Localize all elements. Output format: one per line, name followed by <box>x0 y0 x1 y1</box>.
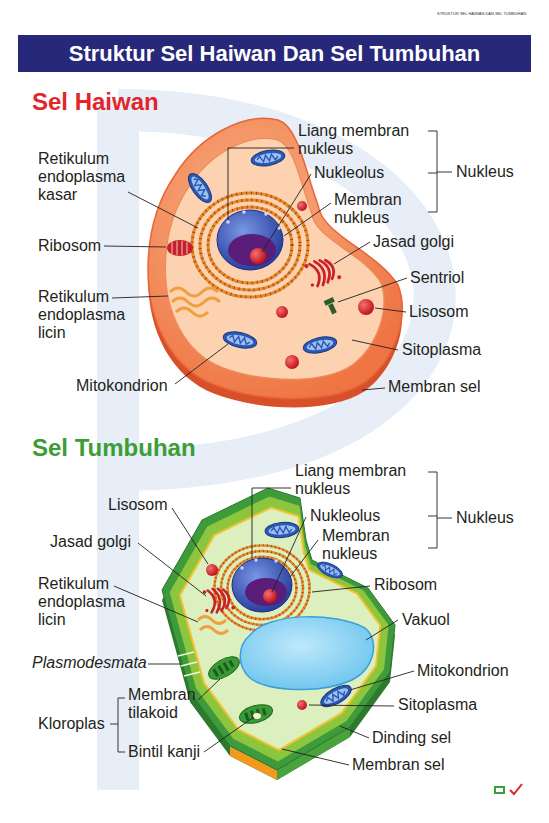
part-label: Retikulum endoplasma licin <box>38 575 138 629</box>
section-heading: Sel Haiwan <box>32 88 159 116</box>
corner-tag: STRUKTUR SEL HAIWAN DAN SEL TUMBUHAN <box>437 11 526 16</box>
part-label: Retikulum endoplasma kasar <box>38 150 138 204</box>
part-label: Jasad golgi <box>50 533 131 551</box>
part-label: Vakuol <box>402 611 450 629</box>
part-label: Dinding sel <box>372 729 451 747</box>
part-label: Retikulum endoplasma licin <box>38 288 138 342</box>
group-label: Kloroplas <box>38 715 105 733</box>
part-label: Mitokondrion <box>76 377 168 395</box>
group-label: Nukleus <box>456 163 514 181</box>
title-band <box>18 35 531 72</box>
part-label: Nukleolus <box>314 164 384 182</box>
animal-cell <box>148 118 402 407</box>
part-label: Bintil kanji <box>128 743 200 761</box>
part-label: Mitokondrion <box>417 662 509 680</box>
part-label: Lisosom <box>409 303 469 321</box>
part-label: Liang membran nukleus <box>295 462 420 498</box>
part-label: Liang membran nukleus <box>298 122 423 158</box>
part-label: Sitoplasma <box>402 341 481 359</box>
part-label: Lisosom <box>108 496 168 514</box>
group-label: Nukleus <box>456 509 514 527</box>
part-label: Ribosom <box>374 576 437 594</box>
part-label: Sitoplasma <box>398 696 477 714</box>
part-label: Plasmodesmata <box>32 654 147 672</box>
publisher-logos <box>494 784 522 794</box>
part-label: Membran sel <box>352 756 444 774</box>
part-label: Membran tilakoid <box>128 686 203 722</box>
part-label: Sentriol <box>410 269 464 287</box>
section-heading: Sel Tumbuhan <box>32 434 196 462</box>
part-label: Membran nukleus <box>322 527 404 563</box>
part-label: Jasad golgi <box>373 233 454 251</box>
part-label: Membran nukleus <box>334 191 416 227</box>
part-label: Nukleolus <box>310 507 380 525</box>
page-title: Struktur Sel Haiwan Dan Sel Tumbuhan <box>18 35 531 72</box>
part-label: Membran sel <box>388 378 480 396</box>
part-label: Ribosom <box>38 237 101 255</box>
